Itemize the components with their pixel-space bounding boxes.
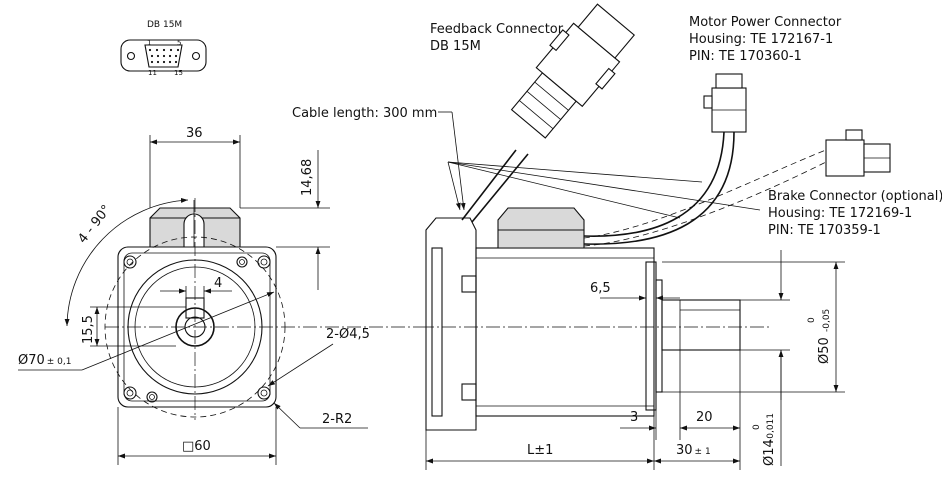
side-rear-cap — [425, 217, 477, 431]
dim-connector-height: 14,68 — [300, 159, 315, 196]
motor-power-label-3: PIN: TE 170360-1 — [689, 49, 802, 64]
motor-power-label-2: Housing: TE 172167-1 — [689, 32, 833, 47]
dim-radius: 2-R2 — [322, 412, 352, 427]
brake-label-1: Brake Connector (optional) — [768, 189, 942, 204]
dim-angle: 4 - 90° — [75, 202, 114, 246]
dim-shaft-tol-upper: 0 — [752, 424, 762, 430]
dim-pilot-tol-lower: -0,05 — [822, 309, 832, 332]
dim-shaft-length: 30± 1 — [676, 443, 711, 458]
db15-pinout: DB 15M 1 5 11 15 — [120, 20, 207, 77]
cable-length-label: Cable length: 300 mm — [292, 106, 437, 121]
dim-shaft-tol-lower: -0,011 — [766, 413, 776, 442]
dim-width-top: 36 — [186, 126, 203, 141]
side-connector-block — [497, 207, 585, 249]
db15-pin-5: 5 — [177, 39, 181, 47]
brake-label-3: PIN: TE 170359-1 — [768, 223, 881, 238]
dim-pilot-length: 3 — [630, 410, 638, 425]
motor-power-label-1: Motor Power Connector — [689, 15, 842, 30]
dim-shaft-dia: Ø14 — [762, 439, 777, 466]
db15-title: DB 15M — [147, 20, 182, 30]
dim-square: □60 — [182, 439, 211, 454]
side-view: 6,5 3 20 L±1 30± 1 Ø50 0 -0,05 Ø14 0 -0,… — [420, 3, 891, 470]
db15-pin-11: 11 — [148, 69, 157, 77]
dim-key-width: 4 — [214, 276, 222, 291]
dim-flange-thickness: 6,5 — [590, 281, 611, 296]
feedback-label-1: Feedback Connector — [430, 22, 564, 37]
dim-pilot-dia: Ø70± 0,1 — [18, 353, 72, 368]
brake-connector — [825, 139, 865, 177]
side-body — [475, 247, 655, 417]
front-view: 36 14,68 4 - 90° 4 15,5 Ø70± 0,1 2-Ø4,5 … — [18, 126, 420, 465]
connector-labels: Feedback Connector DB 15M Motor Power Co… — [292, 15, 942, 238]
db15-pin-1: 1 — [147, 39, 151, 47]
feedback-label-2: DB 15M — [430, 39, 481, 54]
dim-length: L±1 — [527, 443, 553, 458]
dim-key-height: 15,5 — [81, 315, 96, 344]
dim-pilot-dia-side: Ø50 — [817, 337, 832, 364]
db15-pin-15: 15 — [174, 69, 183, 77]
side-shaft — [661, 299, 741, 351]
brake-label-2: Housing: TE 172169-1 — [768, 206, 912, 221]
dim-keyway-length: 20 — [696, 410, 713, 425]
dim-holes: 2-Ø4,5 — [326, 327, 370, 342]
dim-pilot-tol-upper: 0 — [807, 317, 817, 323]
